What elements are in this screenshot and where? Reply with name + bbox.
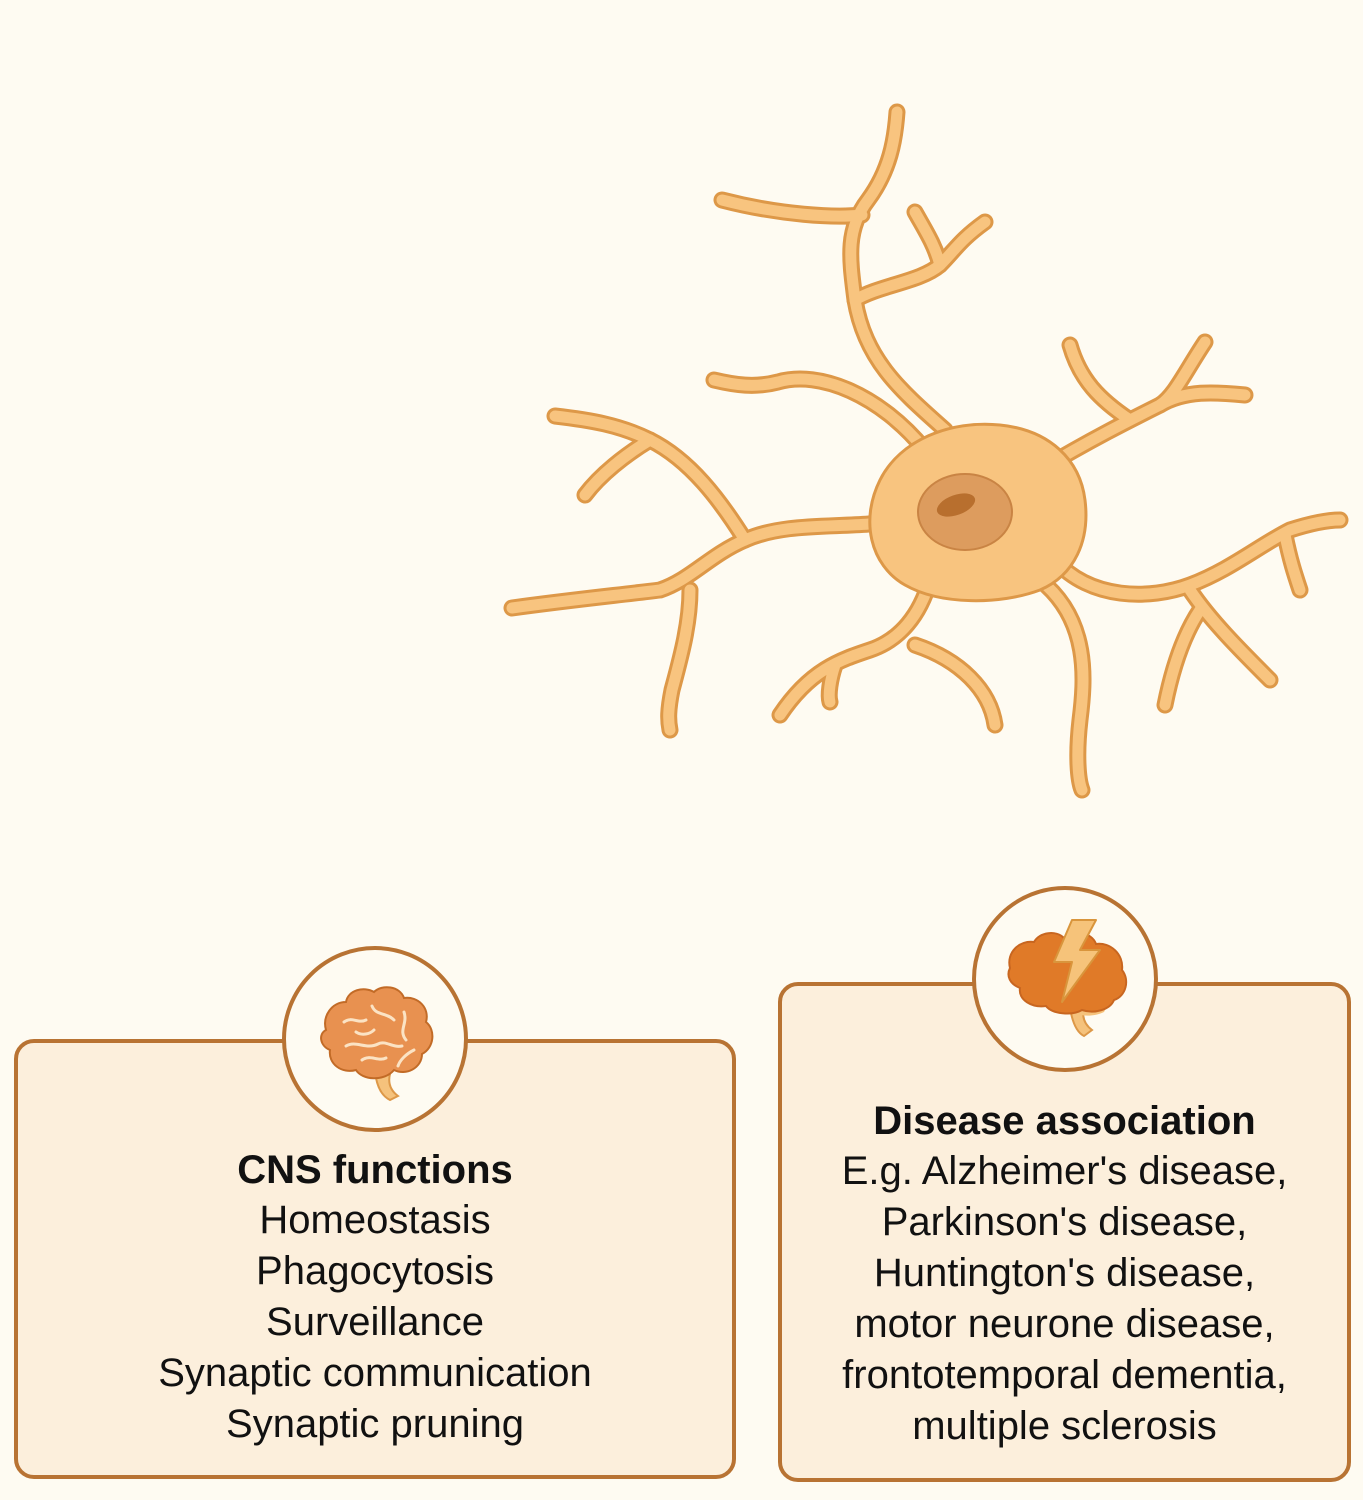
nucleolus xyxy=(936,493,976,517)
disease-item: Parkinson's disease, xyxy=(881,1200,1248,1244)
disease-badge xyxy=(972,886,1158,1072)
cns-functions-body: CNS functions Homeostasis Phagocytosis S… xyxy=(18,1145,732,1450)
cns-function-item: Homeostasis xyxy=(259,1198,491,1242)
brain-lightning-icon xyxy=(1007,919,1128,1038)
disease-item: motor neurone disease, xyxy=(854,1302,1275,1346)
nucleus xyxy=(917,473,1013,551)
cns-badge xyxy=(282,946,468,1132)
disease-item: E.g. Alzheimer's disease, xyxy=(841,1149,1288,1193)
cns-function-item: Surveillance xyxy=(266,1300,484,1344)
disease-item: Huntington's disease, xyxy=(873,1251,1256,1295)
disease-item: frontotemporal dementia, xyxy=(842,1353,1287,1397)
brain-icon xyxy=(320,986,434,1102)
cns-functions-title: CNS functions xyxy=(237,1148,513,1192)
disease-item: multiple sclerosis xyxy=(912,1404,1217,1448)
disease-association-title: Disease association xyxy=(873,1099,1256,1143)
cell-illustration xyxy=(503,103,1349,799)
cns-function-item: Synaptic communication xyxy=(158,1351,592,1395)
disease-association-card: Disease association E.g. Alzheimer's dis… xyxy=(778,982,1351,1482)
disease-association-body: Disease association E.g. Alzheimer's dis… xyxy=(782,1096,1347,1452)
cns-function-item: Phagocytosis xyxy=(256,1249,494,1293)
cns-function-item: Synaptic pruning xyxy=(226,1402,524,1446)
